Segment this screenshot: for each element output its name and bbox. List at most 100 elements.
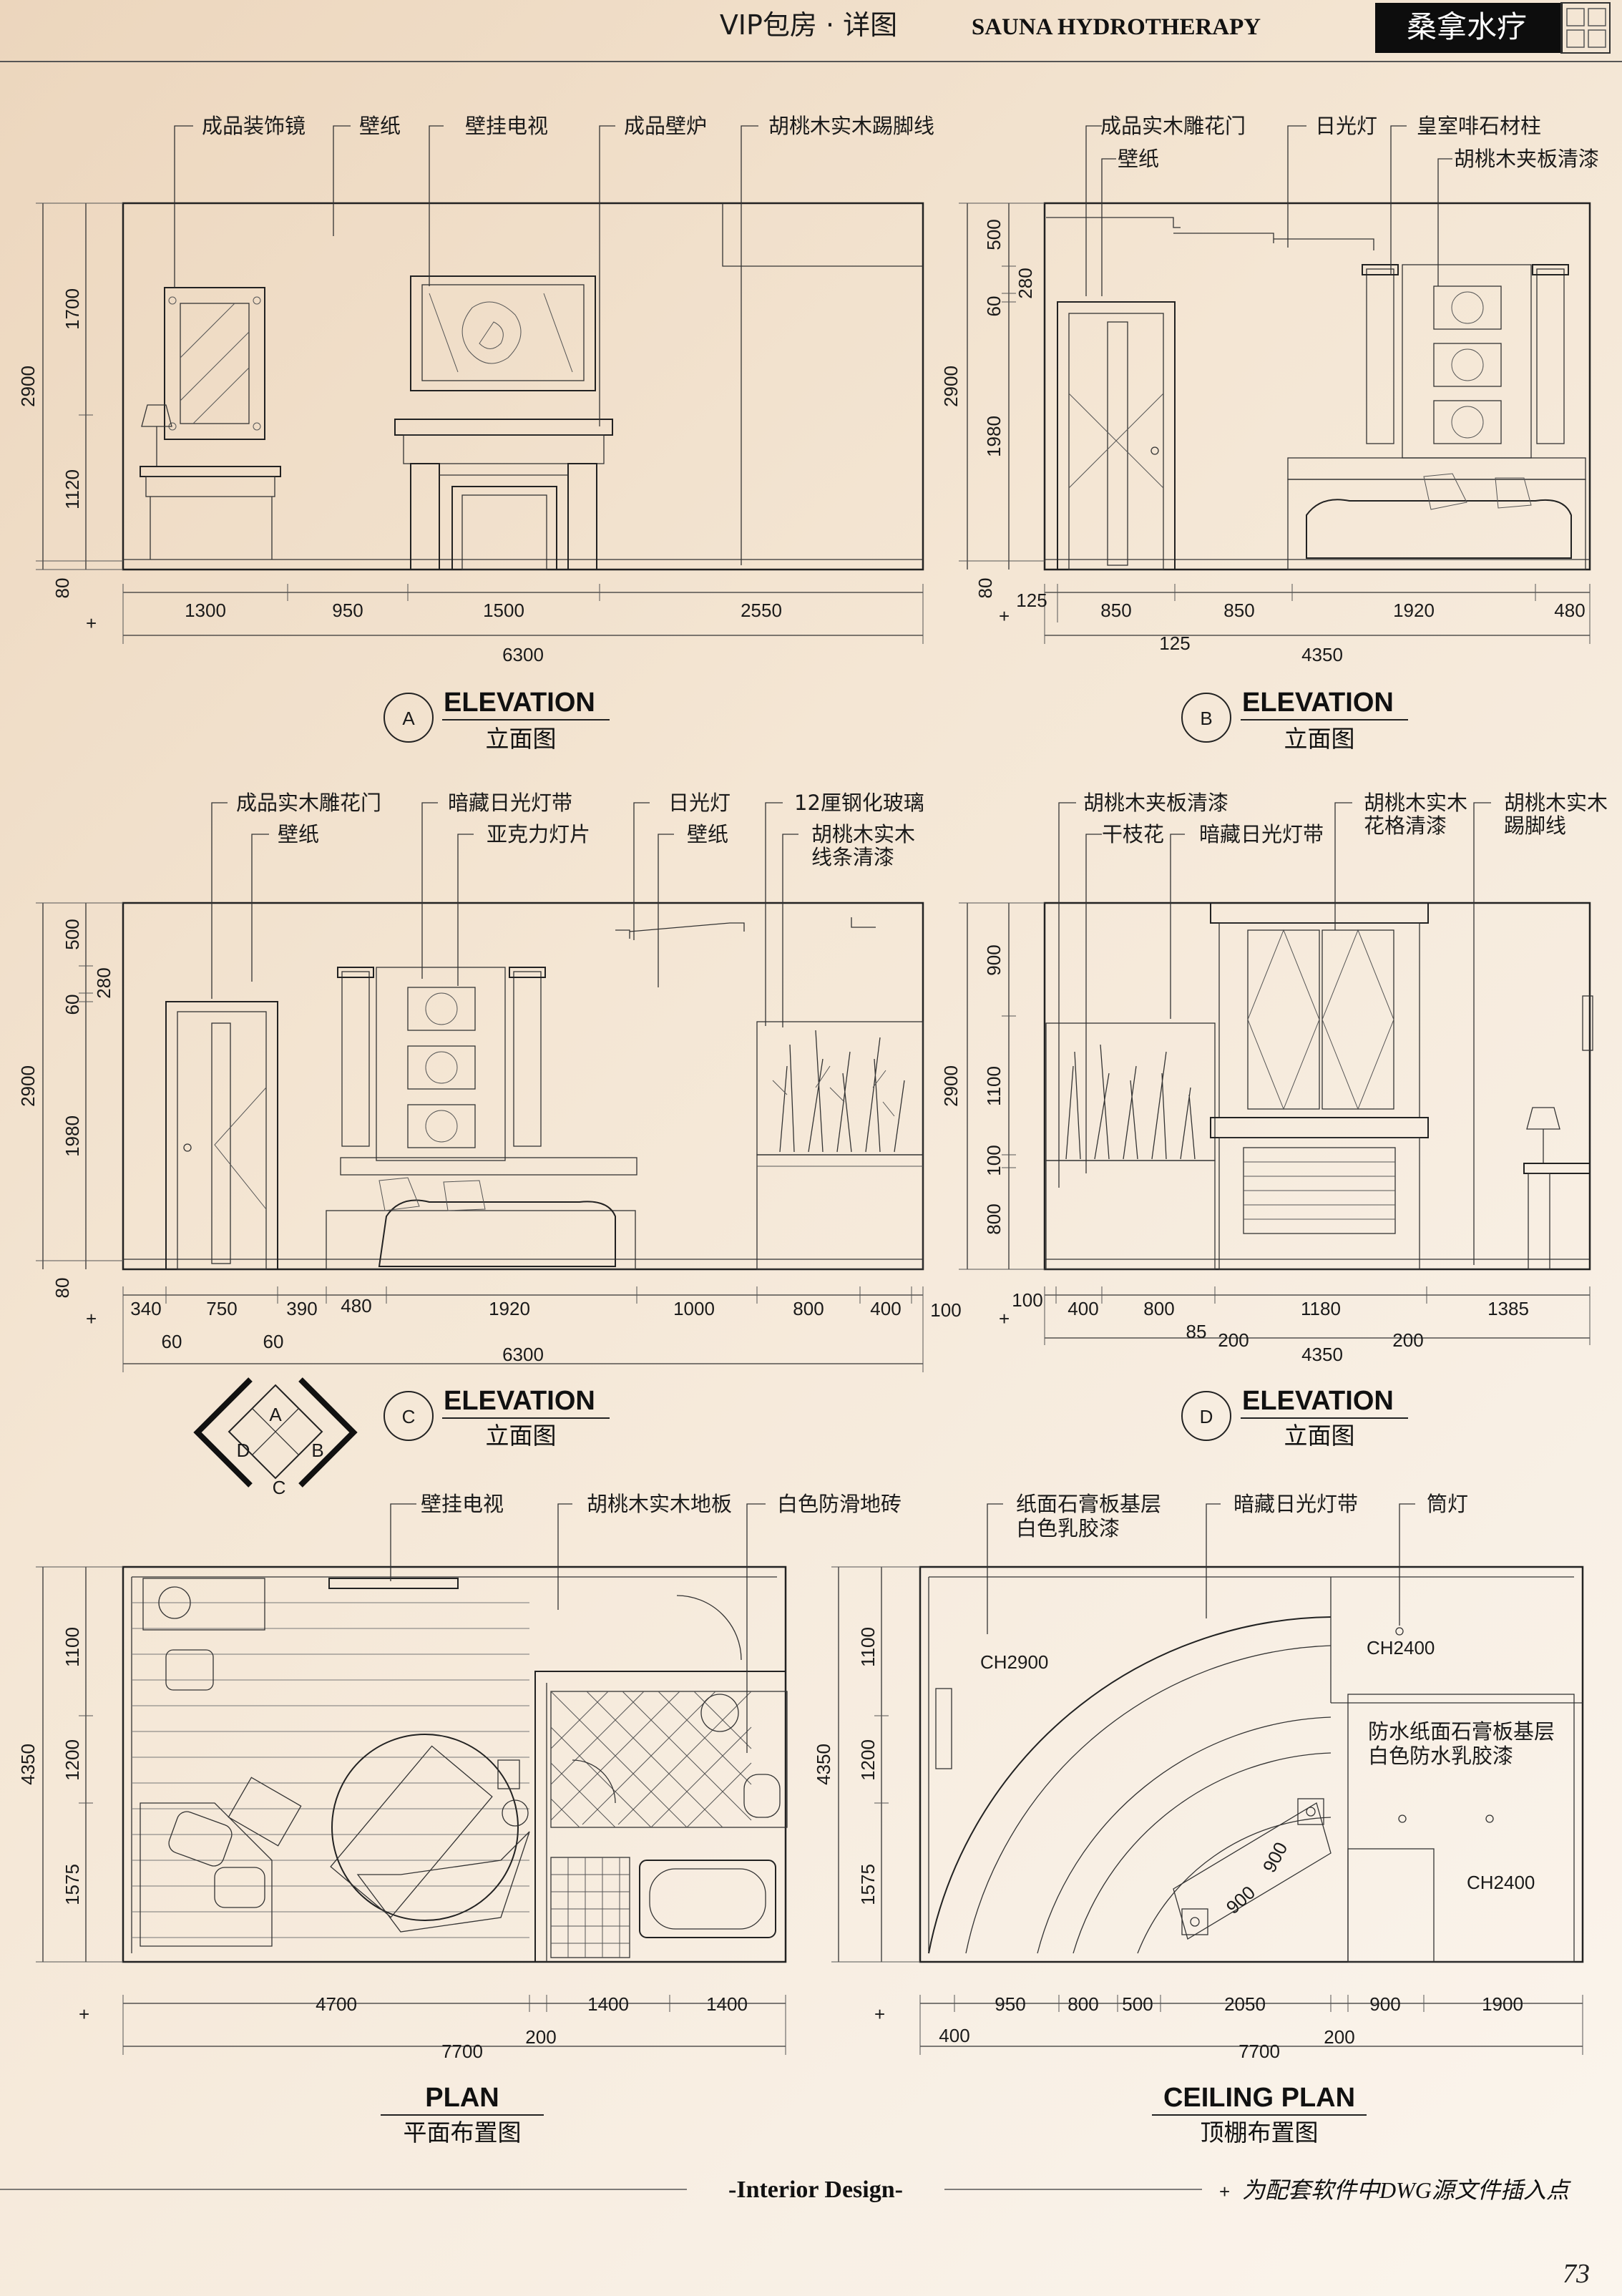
sofa-c — [326, 1157, 637, 1270]
label-c-glass: 12厘钢化玻璃 — [794, 791, 924, 815]
dim-ceiling-v1: 1100 — [857, 1627, 879, 1667]
label-b-light: 日光灯 — [1315, 114, 1377, 138]
page-subtitle-en: SAUNA HYDROTHERAPY — [972, 14, 1261, 40]
dim-plan-h1: 1400 — [587, 1993, 629, 2015]
ceiling-text-paint: 白色防水乳胶漆 — [1368, 1744, 1513, 1768]
title-plan-cn: 平面布置图 — [404, 2119, 522, 2146]
dim-b-total: 4350 — [1301, 644, 1343, 665]
title-b-en: ELEVATION — [1242, 688, 1394, 718]
dim-plan-extra: 200 — [525, 2026, 556, 2048]
dim-d-h0: 100 — [1012, 1289, 1042, 1311]
dim-c-h6: 800 — [793, 1298, 824, 1319]
label-a-wallpaper: 壁纸 — [359, 114, 401, 138]
dim-b-v2: 280 — [1015, 268, 1036, 298]
marker-d-letter: D — [1200, 1406, 1213, 1427]
door-swing-icon — [676, 1595, 742, 1661]
title-d-en: ELEVATION — [1242, 1386, 1394, 1416]
label-b-wallpaper: 壁纸 — [1118, 147, 1159, 171]
dim-d-v3: 100 — [983, 1145, 1005, 1176]
floor-plan: 壁挂电视 胡桃木实木地板 白色防滑地砖 4350 1100 1200 1575 … — [17, 1492, 902, 2146]
dim-ceiling-h1: 950 — [995, 1993, 1025, 2015]
dim-b-h4: 480 — [1554, 600, 1585, 621]
label-d-walnut: 胡桃木实木 — [1364, 791, 1467, 815]
dim-d-sub2: 200 — [1392, 1329, 1423, 1351]
elevation-a-vdims — [36, 202, 123, 570]
label-plan-tile: 白色防滑地砖 — [777, 1492, 902, 1516]
label-ceiling-downlight: 筒灯 — [1427, 1492, 1468, 1516]
dim-a-h0: 1300 — [185, 600, 226, 621]
louvered-cabinet — [1210, 902, 1429, 1270]
elevation-a: 成品装饰镜 壁纸 壁挂电视 成品壁炉 胡桃木实木踢脚线 2900 1700 11… — [17, 114, 934, 753]
sink-icon — [700, 1694, 739, 1732]
side-lamp-d — [1523, 995, 1593, 1270]
dim-a-total: 6300 — [502, 644, 544, 665]
crosshair-plan-icon: + — [79, 2003, 89, 2025]
ceiling-text-900b: 900 — [1259, 1839, 1292, 1876]
dim-c-v3: 60 — [62, 995, 83, 1015]
dim-ceiling-h0: 400 — [939, 2025, 969, 2046]
wall-tv — [410, 275, 596, 391]
dim-ceiling-h4: 2050 — [1224, 1993, 1266, 2015]
label-b-plywood: 胡桃木夹板清漆 — [1454, 147, 1599, 171]
chair-icon — [165, 1649, 214, 1691]
crosshair-a-icon: + — [86, 612, 97, 634]
dim-c-h2: 390 — [286, 1298, 317, 1319]
compass-b: B — [311, 1440, 323, 1461]
dim-c-v5: 80 — [52, 1278, 73, 1299]
compass-a: A — [269, 1404, 282, 1425]
planter-branches-d — [1045, 1022, 1216, 1270]
glass-partition-branches — [756, 1021, 924, 1270]
dim-ceiling-h2: 800 — [1068, 1993, 1098, 2015]
label-b-door: 成品实木雕花门 — [1100, 114, 1246, 138]
label-c-wallpaper: 壁纸 — [278, 822, 319, 846]
dim-b-extra: 125 — [1159, 632, 1190, 654]
dim-ceiling-total: 7700 — [1239, 2041, 1280, 2062]
dim-a-h1: 950 — [332, 600, 363, 621]
dim-b-h0: 125 — [1016, 590, 1047, 611]
corner-sofa — [140, 1777, 302, 1947]
label-d-lattice: 花格清漆 — [1364, 814, 1447, 838]
console-table — [140, 404, 281, 560]
dim-ceiling-h5: 900 — [1369, 1993, 1400, 2015]
decor-mirror — [164, 287, 265, 440]
dim-a-h3: 2550 — [741, 600, 782, 621]
label-c-acrylic: 亚克力灯片 — [487, 822, 590, 846]
title-b-cn: 立面图 — [1284, 725, 1355, 753]
title-d-cn: 立面图 — [1284, 1422, 1355, 1450]
title-plan-en: PLAN — [425, 2083, 499, 2113]
dim-ceiling-extra: 200 — [1324, 2026, 1354, 2048]
dim-plan-v0: 4350 — [17, 1744, 39, 1785]
elevation-a-leaders — [174, 125, 758, 565]
dim-a-v3: 80 — [52, 578, 73, 599]
label-b-column: 皇室啡石材柱 — [1417, 114, 1541, 138]
label-c-walnut: 胡桃木实木 — [811, 822, 915, 846]
vanity-counter — [142, 1578, 265, 1631]
dim-d-sub1: 200 — [1218, 1329, 1249, 1351]
compass-d: D — [237, 1440, 250, 1461]
downlight-icons — [1395, 1627, 1494, 1823]
dim-a-v0: 2900 — [17, 366, 39, 407]
subtitle-badge — [1375, 3, 1563, 53]
dim-b-v4: 1980 — [983, 416, 1005, 457]
dim-c-h3: 480 — [341, 1295, 371, 1316]
dim-b-v3: 60 — [983, 296, 1005, 317]
marker-a — [383, 693, 434, 743]
label-d-lightstrip: 暗藏日光灯带 — [1199, 822, 1324, 846]
label-d-walnut2: 胡桃木实木 — [1504, 791, 1608, 815]
label-d-plywood: 胡桃木夹板清漆 — [1083, 791, 1228, 815]
label-c-lightstrip: 暗藏日光灯带 — [448, 791, 572, 815]
dim-b-v5: 80 — [974, 578, 996, 599]
label-a-mirror: 成品装饰镜 — [202, 114, 306, 138]
footer-center: -Interior Design- — [728, 2177, 903, 2203]
dim-c-total: 6300 — [502, 1344, 544, 1365]
dim-d-h2: 800 — [1143, 1298, 1174, 1319]
footer: -Interior Design- + 为配套软件中DWG源文件插入点 73 — [0, 2177, 1590, 2289]
crosshair-ceiling-icon: + — [874, 2003, 885, 2025]
elevation-a-hdims: + — [86, 584, 924, 644]
bathtub-icon — [639, 1860, 776, 1938]
dim-c-v1: 500 — [62, 919, 83, 949]
dim-ceiling-h6: 1900 — [1482, 1993, 1523, 2015]
label-c-door: 成品实木雕花门 — [236, 791, 381, 815]
dim-plan-v3: 1575 — [62, 1864, 83, 1905]
toilet-icon — [743, 1774, 781, 1818]
